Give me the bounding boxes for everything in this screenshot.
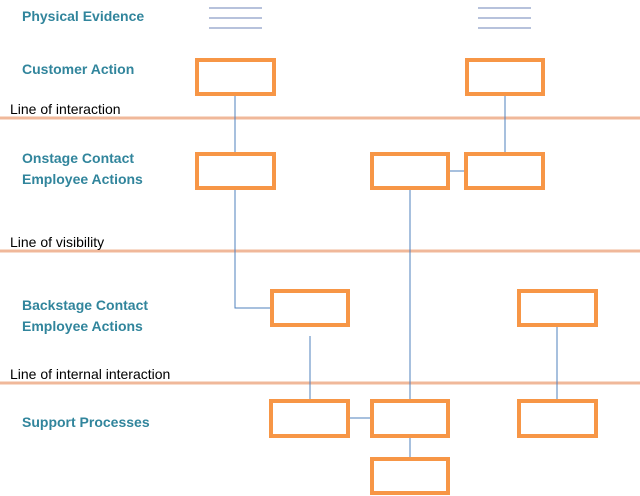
boundary-label-internal-interaction: Line of internal interaction	[10, 366, 171, 382]
box-customer-left	[195, 58, 276, 96]
box-support-left	[269, 399, 350, 438]
box-onstage-left	[195, 152, 276, 190]
lane-label-support-processes: Support Processes	[22, 414, 150, 430]
lane-label-onstage-line2: Employee Actions	[22, 171, 143, 187]
connector-onstage-left-to-backstage-left	[234, 188, 272, 309]
lane-label-customer-action: Customer Action	[22, 61, 135, 77]
box-onstage-right	[464, 152, 545, 190]
box-backstage-left	[270, 289, 350, 327]
process-boxes	[195, 58, 598, 495]
boundary-label-visibility: Line of visibility	[10, 234, 105, 250]
evidence-lines-right	[478, 7, 531, 29]
lane-label-onstage-line1: Onstage Contact	[22, 150, 135, 166]
lane-label-physical-evidence: Physical Evidence	[22, 8, 145, 24]
box-onstage-center	[370, 152, 450, 190]
boundary-label-interaction: Line of interaction	[10, 101, 121, 117]
box-customer-right	[465, 58, 545, 96]
box-support-bottom	[370, 457, 450, 495]
lane-label-backstage-line2: Employee Actions	[22, 318, 143, 334]
connectors	[234, 94, 558, 459]
lane-label-backstage-line1: Backstage Contact	[22, 297, 149, 313]
box-support-right	[517, 399, 598, 438]
box-backstage-right	[517, 289, 598, 327]
evidence-lines-left	[209, 7, 262, 29]
box-support-center	[370, 399, 450, 438]
